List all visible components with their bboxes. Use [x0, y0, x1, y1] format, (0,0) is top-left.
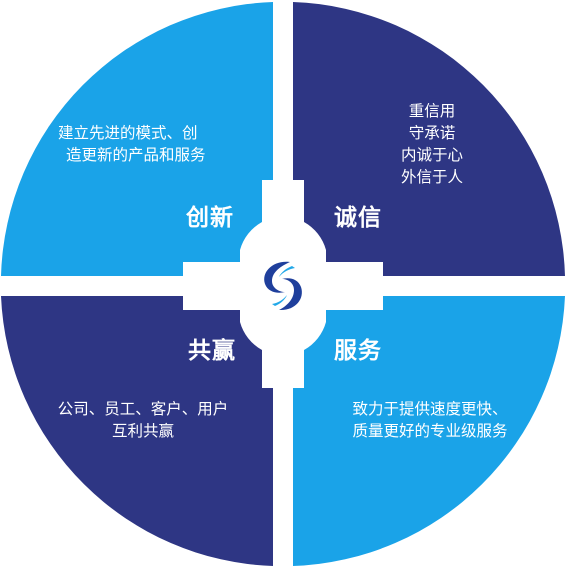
innovation-description: 建立先进的模式、创 造更新的产品和服务: [58, 122, 248, 166]
quadrant-integrity: [293, 2, 565, 276]
innovation-line-1: 建立先进的模式、创: [58, 124, 198, 142]
win-win-line-1: 公司、员工、客户、用户: [57, 400, 229, 418]
integrity-line-2: 守承诺: [408, 124, 456, 142]
win-win-line-2: 互利共赢: [111, 422, 174, 440]
innovation-title: 创新: [186, 205, 234, 231]
win-win-title: 共赢: [188, 338, 236, 364]
integrity-description: 重信用 守承诺 内诚于心 外信于人: [372, 100, 492, 188]
quadrant-service: [293, 296, 565, 566]
integrity-line-3: 内诚于心: [400, 146, 463, 164]
innovation-line-2: 造更新的产品和服务: [66, 146, 206, 164]
center-hub: [240, 243, 326, 329]
service-line-1: 致力于提供速度更快、: [352, 400, 508, 418]
quadrant-win-win: [1, 296, 273, 566]
quadrant-innovation: [1, 2, 273, 276]
integrity-line-1: 重信用: [408, 102, 456, 120]
integrity-line-4: 外信于人: [400, 168, 463, 186]
s-swirl-logo-icon: [264, 261, 302, 311]
service-title: 服务: [334, 338, 382, 364]
service-description: 致力于提供速度更快、 质量更好的专业级服务: [335, 398, 525, 442]
service-line-2: 质量更好的专业级服务: [352, 422, 508, 440]
win-win-description: 公司、员工、客户、用户 互利共赢: [38, 398, 248, 442]
integrity-title: 诚信: [334, 205, 382, 231]
